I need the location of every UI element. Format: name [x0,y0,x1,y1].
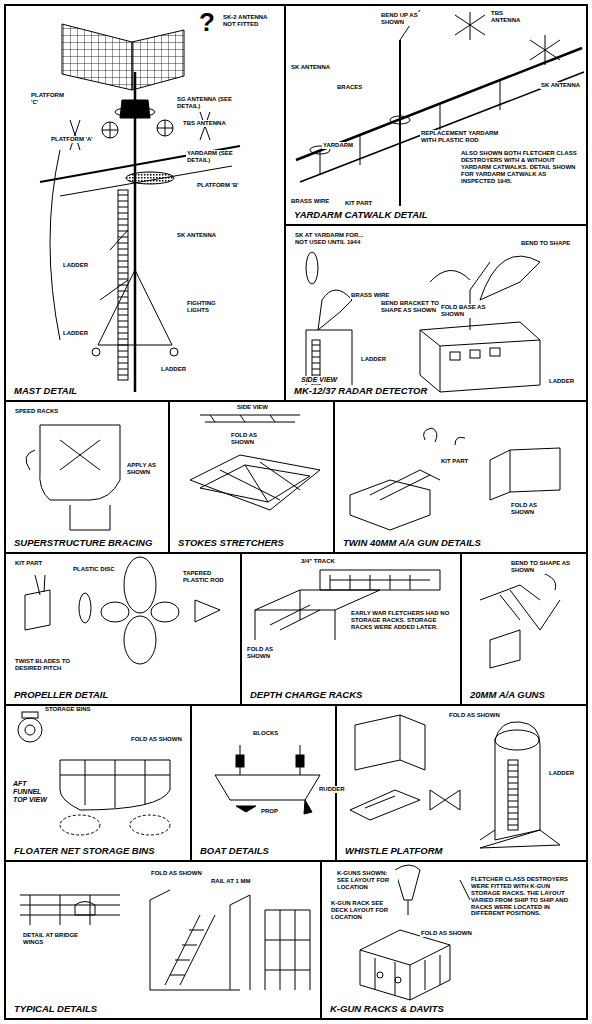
part-label: TBS ANTENNA [490,10,532,24]
part-label: K-GUN RACK SEE DECK LAYOUT FOR LOCATION [330,900,392,921]
part-label: LADDER [360,356,387,363]
part-label: DETAIL AT BRIDGE WINGS [22,932,94,946]
part-label: BEND BRACKET TO SHAPE AS SHOWN [380,300,442,314]
panel-title: STOKES STRETCHERS [176,537,286,548]
part-label: FIGHTING LIGHTS [186,300,233,314]
part-label: SK ANTENNA [540,82,581,89]
part-label: TBS ANTENNA [182,120,227,127]
part-label: BRASS WIRE [290,198,330,205]
part-label: FOLD AS SHOWN [150,870,203,877]
part-label: AFT FUNNEL TOP VIEW [12,780,54,804]
part-label: FOLD AS SHOWN [420,930,473,937]
part-label: SK-2 ANTENNA NOT FITTED [222,14,279,28]
part-label: FOLD AS SHOWN [246,646,298,660]
part-label: BEND TO SHAPE [520,240,571,247]
detail-panel: BOAT DETAILS [190,704,337,862]
part-label: RAIL AT 1 MM [210,878,252,885]
part-label: BLOCKS [252,730,279,737]
part-label: SK AT YARDARM FOR... NOT USED UNTIL 1944 [294,232,366,246]
part-label: BRACES [336,84,363,91]
part-label: YARDARM [322,142,354,149]
detail-panel: STOKES STRETCHERS [168,400,335,554]
part-label: SIDE VIEW [236,404,269,411]
part-label: BEND UP AS SHOWN [380,12,437,26]
part-label: EARLY WAR FLETCHERS HAD NO STORAGE RACKS… [350,610,452,631]
part-label: PROP [260,808,279,815]
panel-title: K-GUN RACKS & DAVITS [328,1003,446,1014]
part-label: PLATFORM 'B' [196,182,240,189]
detail-panel: WHISTLE PLATFORM [335,704,588,862]
part-label: APPLY AS SHOWN [126,462,168,476]
part-label: K-GUNS SHOWN: SEE LAYOUT FOR LOCATION [336,870,398,891]
part-label: LADDER [160,366,187,373]
panel-title: SUPERSTRUCTURE BRACING [12,537,154,548]
panel-title: 20MM A/A GUNS [468,689,547,700]
part-label: STORAGE BINS [44,706,92,713]
part-label: FOLD BASE AS SHOWN [440,304,497,318]
part-label: FLETCHER CLASS DESTROYERS WERE FITTED WI… [470,876,582,917]
part-label: LADDER [548,378,575,385]
panel-title: BOAT DETAILS [198,845,271,856]
part-label: ? [198,8,216,38]
part-label: FOLD AS SHOWN [130,736,183,743]
part-label: SK ANTENNA [290,64,331,71]
part-label: SK ANTENNA [176,232,217,239]
panel-title: YARDARM CATWALK DETAIL [292,209,430,220]
part-label: YARDARM (SEE DETAIL) [186,150,243,164]
panel-title: MAST DETAIL [12,385,79,396]
part-label: TWIST BLADES TO DESIRED PITCH [14,658,86,672]
part-label: 3/4" TRACK [300,558,336,565]
part-label: FOLD AS SHOWN [510,502,557,516]
part-label: PLATFORM 'C' [30,92,72,106]
part-label: TAPERED PLASTIC ROD [182,570,234,584]
part-label: LADDER [62,330,89,337]
detail-panel: MAST DETAIL [4,4,286,402]
detail-panel: YARDARM CATWALK DETAIL [284,4,588,226]
panel-title: WHISTLE PLATFORM [343,845,444,856]
part-label: LADDER [548,770,575,777]
panel-title: TYPICAL DETAILS [12,1003,99,1014]
part-label: SIDE VIEW [300,376,338,384]
panel-title: DEPTH CHARGE RACKS [248,689,364,700]
panel-title: TWIN 40MM A/A GUN DETAILS [341,537,483,548]
part-label: SPEED RACKS [14,408,59,415]
detail-panel: TWIN 40MM A/A GUN DETAILS [333,400,588,554]
part-label: KIT PART [14,560,43,567]
part-label: LADDER [62,262,89,269]
part-label: PLATFORM 'A' [50,136,94,143]
part-label: KIT PART [344,200,373,207]
part-label: KIT PART [440,458,469,465]
part-label: ALSO SHOWN BOTH FLETCHER CLASS DESTROYER… [460,150,582,184]
part-label: PLASTIC DISC [72,566,116,573]
detail-panel: SUPERSTRUCTURE BRACING [4,400,170,554]
detail-panel: 20MM A/A GUNS [460,552,588,706]
part-label: BEND TO SHAPE AS SHOWN [510,560,582,574]
part-label: FOLD AS SHOWN [448,712,501,719]
panel-title: MK-12/37 RADAR DETECTOR [292,385,429,396]
panel-title: PROPELLER DETAIL [12,689,110,700]
part-label: BRASS WIRE [350,292,390,299]
part-label: RUDDER [318,786,346,793]
part-label: FOLD AS SHOWN [230,432,277,446]
panel-title: FLOATER NET STORAGE BINS [12,845,157,856]
part-label: SG ANTENNA (SEE DETAIL) [176,96,238,110]
part-label: REPLACEMENT YARDARM WITH PLASTIC ROD [420,130,502,144]
